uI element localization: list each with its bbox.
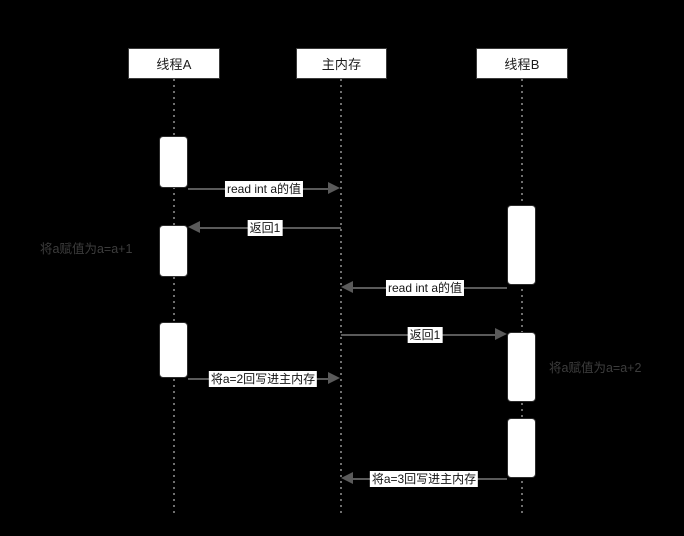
activation-bar-threadB-2 — [507, 332, 536, 402]
message-label-6: 将a=3回写进主内存 — [369, 471, 479, 487]
lifeline-header-mainMemory[interactable]: 主内存 — [296, 48, 387, 79]
message-arrowhead-left-2 — [188, 221, 200, 233]
message-arrowhead-left-3 — [341, 281, 353, 293]
message-label-5: 将a=2回写进主内存 — [208, 371, 318, 387]
lifeline-header-mainMemory-label: 主内存 — [321, 57, 362, 72]
activation-bar-threadB-3 — [507, 418, 536, 478]
lifeline-threadB — [521, 79, 523, 516]
activation-bar-threadB-1 — [507, 205, 536, 285]
message-arrowhead-left-6 — [341, 472, 353, 484]
message-label-2: 返回1 — [247, 220, 283, 236]
message-arrowhead-right-4 — [495, 328, 507, 340]
lifeline-header-threadB[interactable]: 线程B — [476, 48, 568, 79]
lifeline-header-threadA-label: 线程A — [156, 57, 192, 72]
lifeline-mainMemory — [340, 79, 342, 516]
lifeline-header-threadB-label: 线程B — [504, 57, 540, 72]
note-threadB-assignment: 将a赋值为a=a+2 — [549, 361, 642, 375]
lifeline-threadA — [173, 79, 175, 516]
activation-bar-threadA-2 — [159, 225, 188, 277]
note-threadA-assignment: 将a赋值为a=a+1 — [40, 242, 133, 256]
message-label-1: read int a的值 — [224, 181, 304, 197]
message-arrowhead-right-1 — [328, 182, 340, 194]
lifeline-header-threadA[interactable]: 线程A — [128, 48, 220, 79]
message-label-4: 返回1 — [407, 327, 443, 343]
activation-bar-threadA-1 — [159, 136, 188, 188]
activation-bar-threadA-3 — [159, 322, 188, 378]
message-arrowhead-right-5 — [328, 372, 340, 384]
message-label-3: read int a的值 — [385, 280, 465, 296]
